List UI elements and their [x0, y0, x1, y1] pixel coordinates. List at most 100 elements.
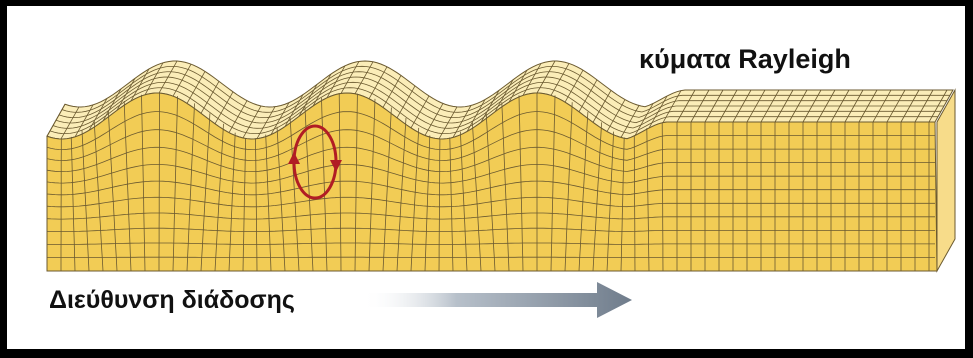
propagation-direction-arrow: [362, 282, 632, 318]
top-grid-line: [648, 95, 668, 129]
front-grid-column: [606, 131, 614, 272]
top-grid-line: [886, 89, 906, 123]
top-grid-line: [52, 81, 941, 129]
front-grid-row: [46, 212, 935, 220]
top-grid-line: [900, 89, 920, 123]
front-grid-column: [578, 111, 589, 272]
top-grid-line: [928, 89, 948, 123]
top-grid-line: [872, 89, 892, 123]
top-grid-line: [662, 90, 682, 123]
top-grid-line: [774, 89, 794, 123]
diagram-frame: κύματα Rayleigh Διεύθυνση διάδοσης: [7, 6, 965, 349]
top-grid-line: [200, 81, 220, 114]
top-grid-line: [452, 105, 472, 138]
front-grid-column: [410, 127, 420, 272]
top-grid-line: [536, 60, 556, 94]
front-grid-column: [141, 94, 146, 272]
side-face-fill: [936, 88, 956, 273]
top-grid-line: [74, 104, 94, 138]
front-grid-column: [93, 120, 104, 272]
front-grid-column: [633, 135, 636, 272]
top-grid-line: [494, 79, 514, 113]
top-grid-line: [788, 89, 808, 123]
top-grid-line: [354, 61, 374, 94]
top-grid-line: [88, 98, 108, 131]
front-grid-column: [158, 93, 160, 271]
top-grid-line: [228, 100, 248, 133]
front-face-grid: [46, 93, 935, 272]
front-grid-column: [438, 138, 441, 272]
top-grid-line: [844, 89, 864, 123]
front-grid-column: [501, 102, 510, 272]
top-grid-line: [116, 78, 136, 111]
front-grid-column: [620, 137, 625, 272]
front-grid-column: [338, 93, 342, 272]
top-grid-line: [438, 106, 458, 140]
top-grid-line: [634, 103, 654, 136]
top-grid-line: [186, 71, 206, 104]
front-grid-column: [485, 111, 496, 272]
diagram-title: κύματα Rayleigh: [639, 44, 851, 74]
top-grid-line: [58, 71, 947, 119]
top-grid-line: [396, 85, 416, 119]
top-grid-line: [592, 90, 612, 123]
top-grid-line: [578, 79, 598, 113]
top-grid-line: [144, 62, 164, 95]
top-grid-line: [480, 90, 500, 123]
front-grid-column: [460, 131, 468, 272]
top-grid-line: [242, 105, 262, 139]
top-grid-line: [214, 91, 234, 125]
top-grid-line: [102, 88, 122, 122]
top-grid-line: [522, 63, 542, 96]
top-grid-line: [298, 84, 318, 117]
front-grid-column: [265, 134, 272, 272]
elliptical-particle-motion-icon: [288, 124, 342, 200]
propagation-arrow-shape: [362, 282, 632, 318]
top-grid-line: [410, 95, 430, 129]
top-grid-line: [564, 69, 584, 103]
front-grid-row: [46, 163, 935, 184]
top-grid-line: [606, 99, 626, 132]
front-grid-column: [276, 126, 286, 272]
front-grid-column: [449, 137, 454, 272]
top-grid-line: [340, 61, 360, 94]
front-grid-row: [46, 180, 935, 196]
propagation-direction-label: Διεύθυνση διάδοσης: [49, 286, 295, 314]
front-grid-row: [46, 129, 935, 161]
top-grid-line: [550, 63, 570, 96]
front-grid-column: [255, 138, 258, 272]
front-grid-column: [107, 110, 118, 272]
top-grid-line: [55, 76, 944, 124]
orbit-arrowhead-left: [288, 152, 300, 164]
top-grid-line: [676, 89, 696, 123]
top-grid-line: [802, 89, 822, 123]
front-grid-column: [354, 93, 358, 272]
top-grid-line: [270, 102, 290, 135]
front-grid-column: [186, 103, 195, 272]
top-grid-line: [312, 73, 332, 107]
top-grid-line: [49, 87, 938, 135]
top-grid-line: [508, 69, 528, 103]
front-grid-row: [46, 227, 935, 232]
top-grid-line: [424, 103, 444, 136]
top-surface-grid: [46, 60, 950, 140]
front-grid-column: [518, 95, 524, 272]
top-grid-line: [60, 106, 80, 140]
top-grid-line: [284, 94, 304, 127]
front-grid-column: [646, 128, 650, 272]
front-grid-column: [214, 123, 224, 272]
top-grid-line: [158, 60, 178, 94]
rayleigh-wave-block: [46, 60, 956, 318]
front-grid-column: [200, 113, 211, 272]
front-grid-column: [564, 102, 573, 272]
top-grid-line: [718, 89, 738, 123]
front-grid-column: [70, 136, 76, 272]
front-grid-column: [242, 137, 246, 272]
front-grid-column: [472, 122, 482, 272]
front-grid-column: [424, 135, 431, 272]
top-grid-line: [172, 63, 192, 97]
top-grid-line: [914, 89, 934, 123]
front-grid-column: [368, 98, 376, 272]
front-grid-column: [81, 130, 90, 272]
top-grid-line: [368, 66, 388, 100]
